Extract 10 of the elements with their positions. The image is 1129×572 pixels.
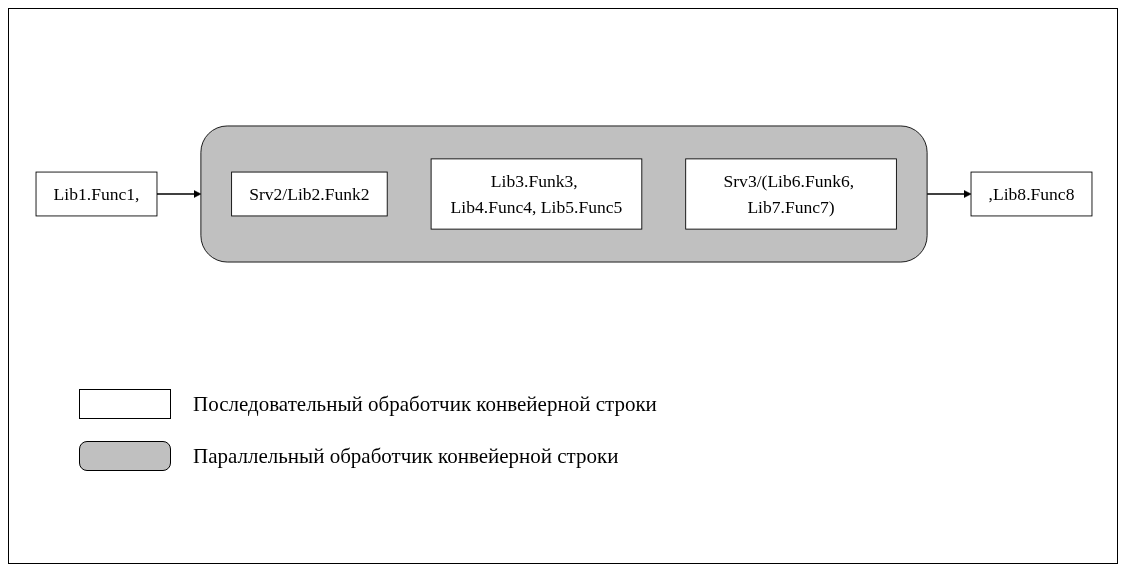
cluster bbox=[200, 125, 928, 263]
node-box: Lib3.Funk3, Lib4.Func4, Lib5.Func5 bbox=[430, 158, 643, 230]
arrow bbox=[926, 190, 972, 198]
legend-text: Параллельный обработчик конвейерной строки bbox=[193, 443, 619, 469]
node-box: Srv2/Lib2.Funk2 bbox=[231, 171, 388, 217]
arrow bbox=[156, 190, 202, 198]
node-box: Lib1.Func1, bbox=[35, 171, 158, 217]
legend-text: Последовательный обработчик конвейерной строки bbox=[193, 391, 657, 417]
node-box: ,Lib8.Func8 bbox=[970, 171, 1093, 217]
node-box: Srv3/(Lib6.Funk6, Lib7.Func7) bbox=[685, 158, 897, 230]
